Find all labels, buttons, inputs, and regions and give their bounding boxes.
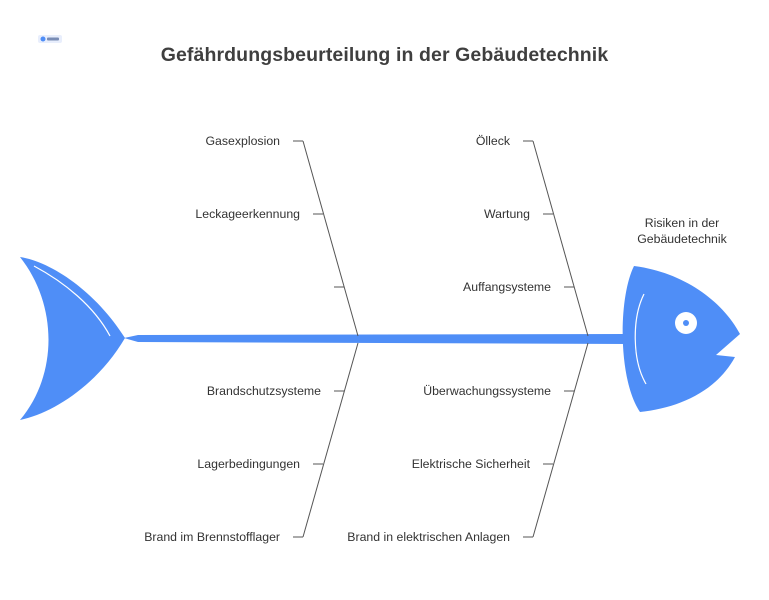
bone-bottom-right xyxy=(532,342,589,538)
bone-bottom-left xyxy=(302,342,359,538)
cause-label: Elektrische Sicherheit xyxy=(412,457,531,471)
bone-top-right xyxy=(532,140,589,337)
napkin-logo-icon xyxy=(38,35,62,43)
fish-head xyxy=(622,266,740,412)
cause-label: Brand in elektrischen Anlagen xyxy=(347,530,510,544)
cause-label: Auffangsysteme xyxy=(463,280,551,294)
cause-label: Überwachungssysteme xyxy=(423,384,551,398)
effect-label-line: Gebäudetechnik xyxy=(637,232,727,246)
fish-spine xyxy=(124,334,626,344)
cause-label: Ölleck xyxy=(476,134,511,148)
cause-label: Gasexplosion xyxy=(205,134,280,148)
effect-label: Risiken in der Gebäudetechnik xyxy=(612,215,752,247)
bone-top-left xyxy=(302,140,359,337)
cause-label: Brandschutzsysteme xyxy=(207,384,321,398)
cause-label: Brand im Brennstofflager xyxy=(144,530,280,544)
cause-label: Leckageerkennung xyxy=(195,207,300,221)
fish-tail xyxy=(20,257,125,420)
cause-label: Wartung xyxy=(484,207,530,221)
effect-label-line: Risiken in der xyxy=(644,216,720,230)
cause-label: Lagerbedingungen xyxy=(197,457,300,471)
page-title: Gefährdungsbeurteilung in der Gebäudetec… xyxy=(160,44,609,66)
